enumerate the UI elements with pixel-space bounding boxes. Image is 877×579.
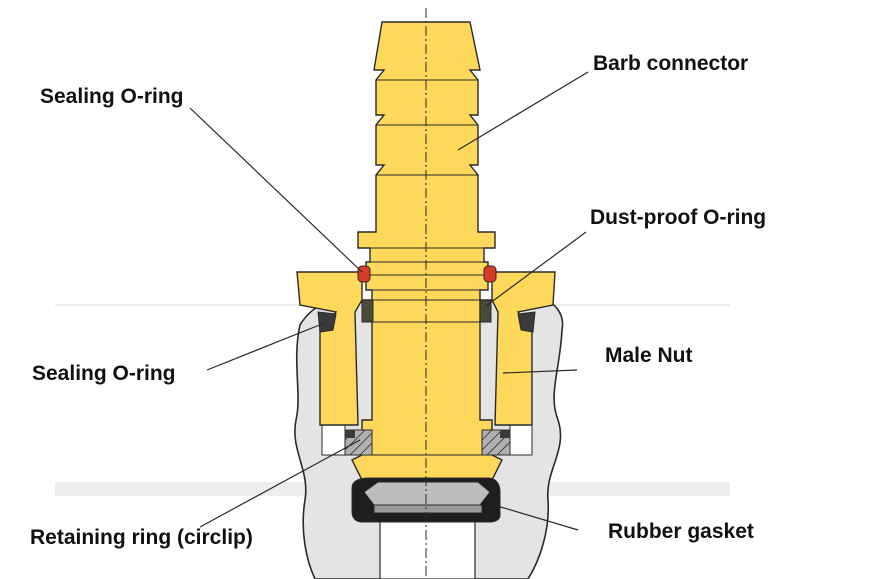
leader-sealing-oring-left bbox=[206, 321, 328, 371]
label-sealing-oring-top: Sealing O-ring bbox=[40, 85, 184, 108]
leader-male-nut bbox=[502, 369, 578, 374]
sealing-oring-right bbox=[483, 265, 497, 283]
label-male-nut: Male Nut bbox=[605, 344, 693, 367]
gasket-plate bbox=[373, 504, 483, 514]
leader-sealing-oring-top bbox=[189, 107, 363, 273]
retaining-ring-right bbox=[481, 429, 511, 456]
leader-retaining-ring bbox=[199, 439, 361, 528]
nut-seal-right bbox=[517, 311, 536, 333]
label-dust-proof-oring: Dust-proof O-ring bbox=[590, 206, 767, 229]
sealing-oring-left bbox=[357, 265, 371, 283]
gasket-inner bbox=[363, 481, 491, 506]
label-sealing-oring-left: Sealing O-ring bbox=[32, 362, 176, 385]
barb-connector-body bbox=[351, 21, 503, 501]
label-rubber-gasket: Rubber gasket bbox=[608, 520, 754, 543]
male-nut-left bbox=[296, 271, 363, 426]
retaining-ring-left bbox=[344, 429, 373, 456]
male-nut-right bbox=[491, 271, 556, 426]
leader-rubber-gasket bbox=[493, 504, 579, 531]
leader-barb-connector bbox=[457, 71, 589, 151]
label-barb-connector: Barb connector bbox=[593, 52, 749, 75]
label-retaining-ring: Retaining ring (circlip) bbox=[30, 526, 253, 549]
dust-proof-oring-right bbox=[479, 299, 492, 323]
leader-dust-proof-oring bbox=[485, 231, 587, 307]
housing-bore bbox=[379, 519, 476, 579]
dust-proof-oring-left bbox=[361, 299, 374, 323]
